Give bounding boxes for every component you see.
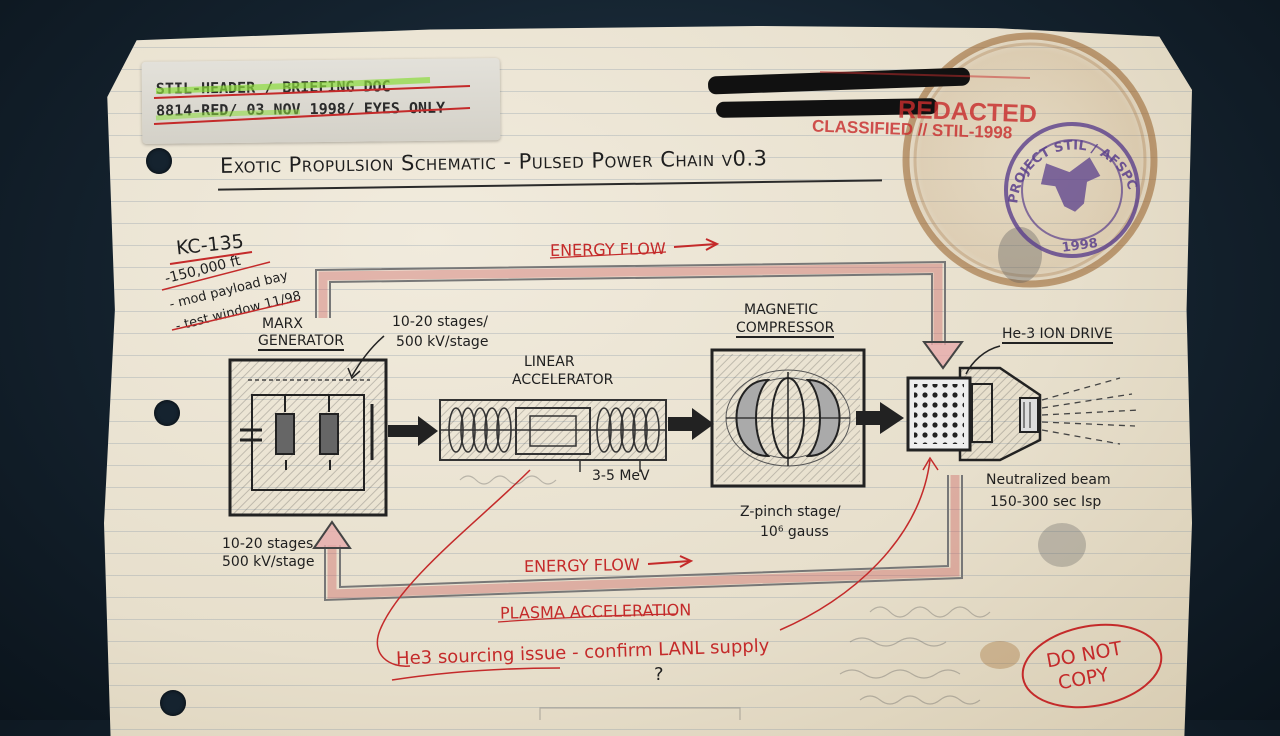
- red-underline: [153, 85, 471, 99]
- eagle-icon: [1040, 157, 1101, 212]
- marx-bottom-line2: 500 kV/stage: [222, 554, 315, 570]
- linac-label-line1: LINEAR: [524, 354, 575, 370]
- punch-hole: [146, 148, 172, 174]
- seal-inner-ring: [1021, 139, 1123, 241]
- red-underline: [171, 299, 301, 331]
- red-underline: [153, 107, 471, 125]
- coffee-stain-layer: [902, 32, 1158, 669]
- seal-year: 1998: [1061, 236, 1099, 256]
- arrow-head-icon: [922, 456, 939, 471]
- ion-drive-block: [906, 366, 1042, 462]
- red-underline: [169, 251, 253, 265]
- linac-energy-label: 3-5 MeV: [592, 468, 650, 484]
- drive-note-line1: Neutralized beam: [986, 472, 1111, 488]
- stamp-frame: [819, 71, 1031, 79]
- faint-scribbles: [459, 475, 991, 720]
- marx-generator-block: [228, 358, 388, 517]
- ion-drive-label: He-3 ION DRIVE: [1002, 326, 1113, 344]
- marx-bottom-line1: 10-20 stages: [222, 536, 314, 552]
- marx-label-line2: GENERATOR: [258, 333, 344, 351]
- red-underline: [391, 667, 561, 681]
- do-not-copy-circle: [1021, 623, 1163, 709]
- energy-arrow-head: [922, 341, 964, 370]
- marx-label-line1: MARX: [262, 316, 303, 332]
- energy-flow-label-bottom: ENERGY FLOW: [523, 554, 640, 577]
- compressor-note-line1: Z-pinch stage/: [740, 504, 841, 520]
- highlighter-mark: [155, 77, 431, 94]
- exhaust-beam-lines: [1041, 377, 1141, 445]
- red-underline: [161, 261, 271, 291]
- drive-note-line2: 150-300 sec Isp: [990, 494, 1102, 510]
- flow-arrow-icon: [388, 416, 438, 446]
- linac-coils: [448, 407, 660, 453]
- annotation-pointer: [965, 345, 1001, 375]
- arrow-head-icon: [347, 367, 361, 380]
- sticker-marks: [153, 77, 471, 125]
- arrow-head-icon: [679, 555, 694, 568]
- fingerprint-smudge: [1038, 523, 1086, 567]
- flow-arrow-icon: [668, 408, 714, 440]
- punch-hole: [160, 690, 186, 716]
- marx-annotation-line1: 10-20 stages/: [392, 314, 489, 330]
- energy-arrow-head: [312, 520, 352, 549]
- energy-loop-top: [315, 260, 964, 370]
- coffee-ring: [902, 32, 1158, 288]
- compressor-label-line2: COMPRESSOR: [736, 320, 835, 338]
- red-pointer-line: [779, 459, 931, 631]
- highlighter-mark: [155, 109, 301, 121]
- compressor-label-line1: MAGNETIC: [744, 302, 819, 318]
- coffee-ring-inner: [913, 42, 1147, 278]
- arrow-head-icon: [705, 238, 720, 251]
- red-pointer-line: [376, 469, 531, 667]
- red-underline: [497, 613, 677, 623]
- coffee-stain: [902, 32, 1158, 288]
- stamp-rule: [819, 71, 1031, 79]
- schematic-diagram: [228, 238, 1163, 720]
- annotation-pointer: [351, 335, 385, 377]
- linear-accelerator-block: [439, 399, 667, 461]
- energy-flow-arrow-icon: [647, 560, 691, 565]
- agency-seal: PROJECT STIL / AFSPC 1998: [999, 122, 1140, 258]
- coffee-drip: [980, 641, 1020, 669]
- flow-arrow-icon: [856, 402, 904, 434]
- plasma-acceleration-label: PLASMA ACCELERATION: [499, 600, 692, 623]
- punch-hole: [154, 400, 180, 426]
- energy-loop-bottom: [312, 475, 963, 602]
- margin-note-underlines: [161, 251, 301, 331]
- energy-flow-label-top: ENERGY FLOW: [549, 238, 666, 261]
- magnetic-compressor-block: [710, 348, 866, 488]
- linac-leads: [579, 460, 641, 472]
- question-mark-note: ?: [654, 664, 664, 685]
- red-underline: [549, 251, 667, 259]
- energy-flow-arrow-icon: [673, 243, 717, 248]
- linac-label-line2: ACCELERATOR: [512, 372, 614, 388]
- seal-outer-ring: [1004, 122, 1140, 258]
- compressor-note-line2: 10⁶ gauss: [760, 524, 829, 540]
- marx-annotation-line2: 500 kV/stage: [396, 334, 489, 350]
